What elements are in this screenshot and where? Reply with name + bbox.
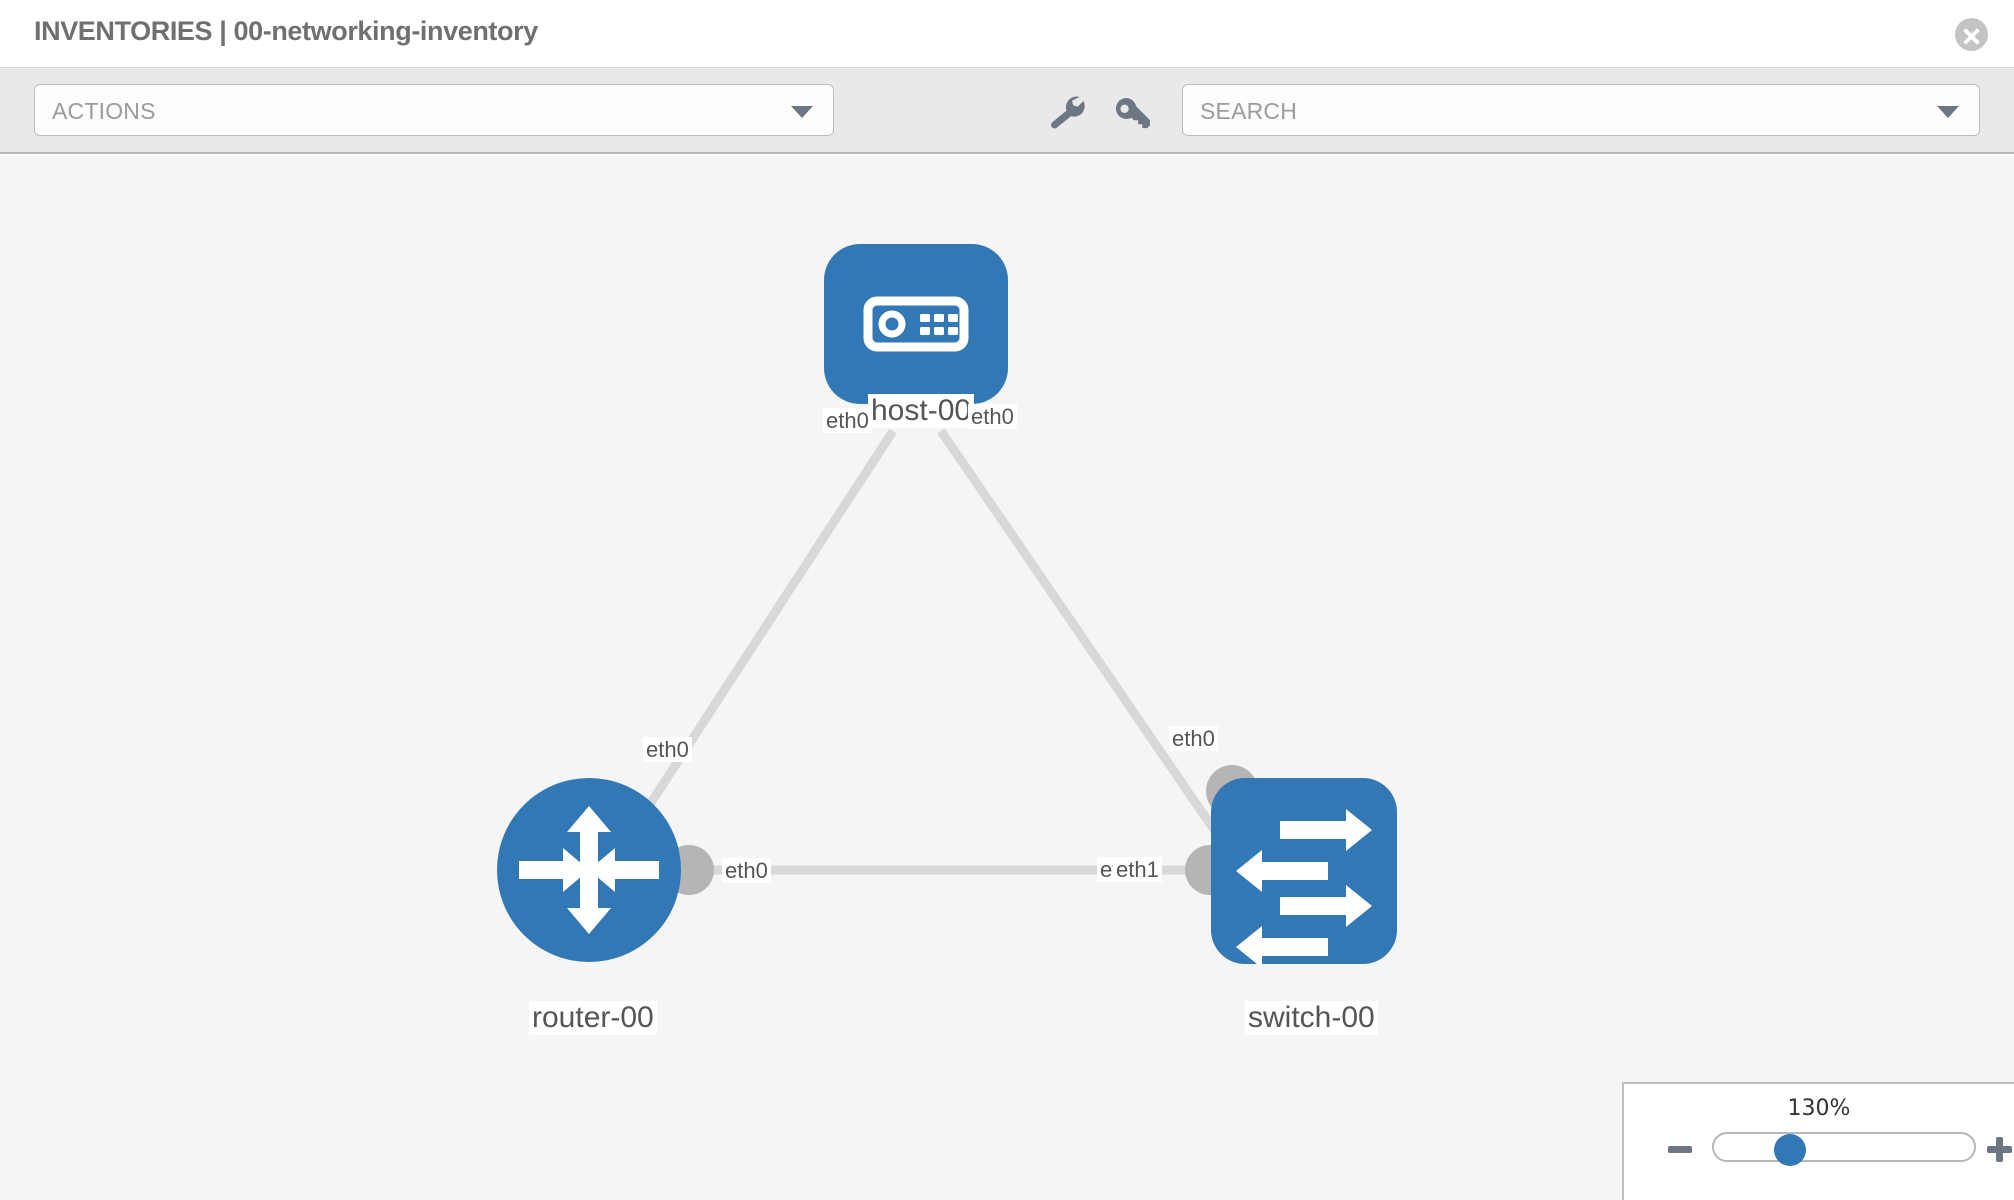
topology-links	[611, 428, 1236, 875]
page-title: INVENTORIES | 00-networking-inventory	[34, 16, 538, 46]
search-input[interactable]: SEARCH	[1182, 84, 1980, 136]
interface-label: eth0	[968, 404, 1017, 430]
node-label-router-00: router-00	[529, 1001, 657, 1035]
minus-icon[interactable]	[1668, 1146, 1692, 1153]
link-host-switch	[937, 428, 1236, 859]
node-host-00	[824, 244, 1008, 404]
zoom-control-panel: 130%	[1622, 1082, 2014, 1200]
interface-label: eth1	[1113, 857, 1162, 883]
topology-canvas[interactable]: host-00 router-00 switch-00 eth0 eth0 et…	[0, 156, 2014, 1200]
switch-arrows-icon	[1236, 809, 1372, 968]
interface-label: eth0	[823, 408, 872, 434]
page-header: INVENTORIES | 00-networking-inventory	[0, 0, 2014, 68]
key-icon[interactable]	[1112, 93, 1154, 131]
link-host-router	[611, 428, 897, 861]
actions-dropdown[interactable]: ACTIONS	[34, 84, 834, 136]
node-router-00	[497, 778, 681, 962]
plus-icon-vertical[interactable]	[1996, 1137, 2003, 1162]
node-host-00-shape	[824, 244, 1008, 404]
chevron-down-icon	[791, 106, 813, 118]
zoom-slider[interactable]	[1712, 1132, 1976, 1162]
close-icon[interactable]	[1955, 18, 1988, 51]
chevron-down-icon[interactable]	[1937, 106, 1959, 118]
zoom-level-value: 130%	[1787, 1096, 1851, 1121]
interface-label: eth0	[722, 858, 771, 884]
node-label-host-00: host-00	[868, 394, 975, 428]
zoom-slider-thumb[interactable]	[1774, 1134, 1806, 1166]
search-placeholder: SEARCH	[1200, 98, 1298, 124]
interface-label: eth0	[1169, 726, 1218, 752]
wrench-icon[interactable]	[1046, 93, 1088, 131]
server-device-icon	[863, 296, 969, 352]
actions-dropdown-label: ACTIONS	[52, 98, 156, 124]
router-arrows-icon	[519, 806, 659, 934]
topology-graph	[497, 244, 1397, 968]
interface-label: eth0	[643, 737, 692, 763]
node-label-switch-00: switch-00	[1245, 1001, 1378, 1035]
node-switch-00	[1211, 778, 1397, 968]
